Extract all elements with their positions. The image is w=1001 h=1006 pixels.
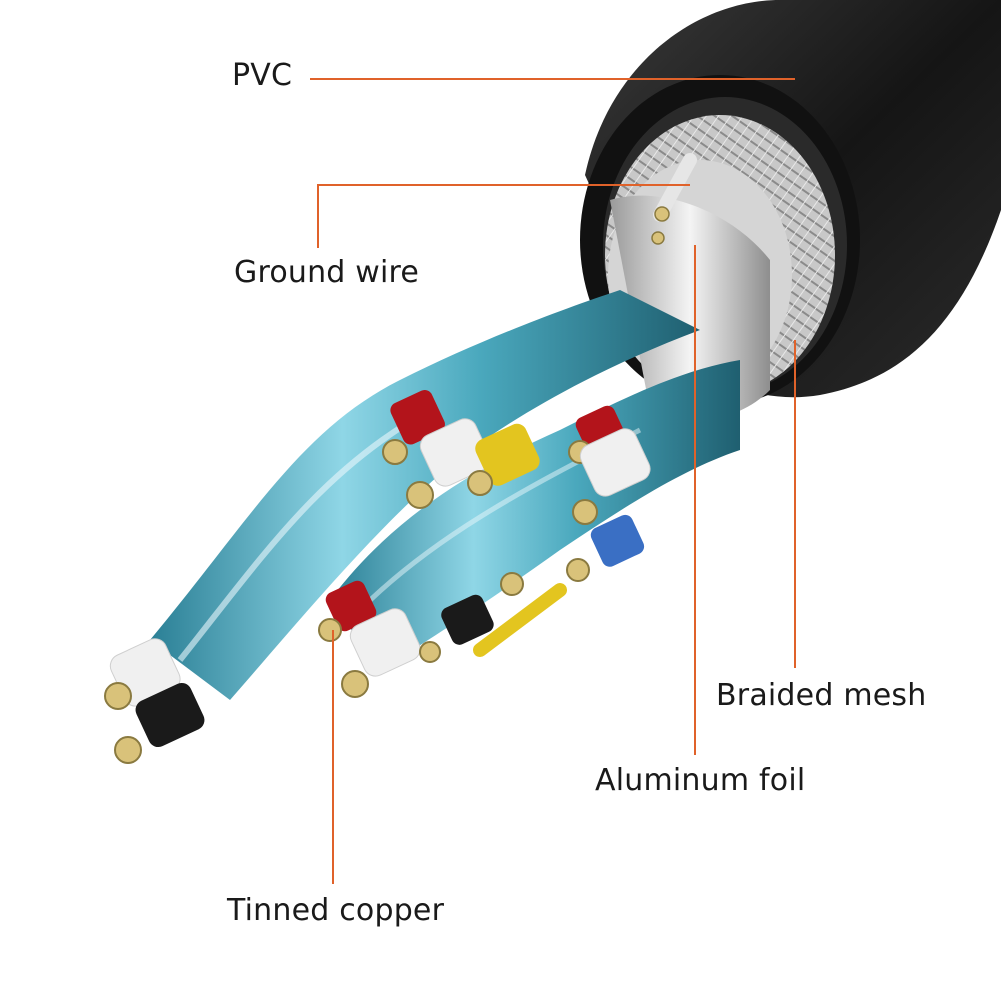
leader-lines <box>310 78 796 884</box>
ground-wire <box>651 153 697 245</box>
label-pvc: PVC <box>232 58 293 93</box>
label-ground-wire: Ground wire <box>234 255 420 290</box>
shielded-pair-upper <box>150 290 700 700</box>
label-tinned-copper: Tinned copper <box>227 893 445 928</box>
label-braided-mesh: Braided mesh <box>716 678 927 713</box>
leader-ground-wire <box>317 184 690 248</box>
conductors <box>104 389 651 764</box>
label-aluminum-foil: Aluminum foil <box>595 763 806 798</box>
